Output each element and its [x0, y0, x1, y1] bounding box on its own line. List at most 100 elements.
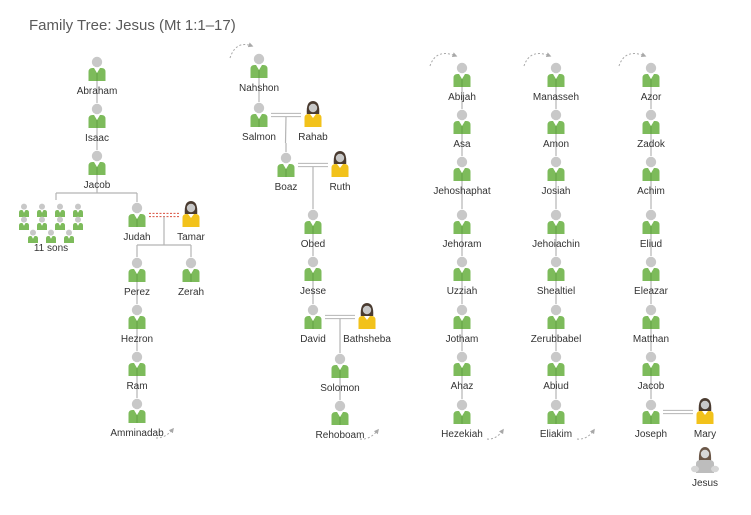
- label-asa: Asa: [453, 139, 471, 150]
- label-bathsheba: Bathsheba: [343, 334, 391, 345]
- judah-male-icon: [128, 202, 146, 227]
- label-zerah: Zerah: [178, 287, 204, 298]
- label-amminadab: Amminadab: [110, 428, 164, 439]
- continue-arrow-1: [155, 427, 174, 439]
- label-zadok: Zadok: [637, 139, 666, 150]
- shealtiel-male-icon: [547, 256, 565, 281]
- label-jehoshaphat: Jehoshaphat: [433, 186, 490, 197]
- label-jacob2: Jacob: [638, 381, 665, 392]
- label-perez: Perez: [124, 287, 150, 298]
- label-solomon: Solomon: [320, 383, 359, 394]
- start-arrow-3: [429, 52, 458, 67]
- nahshon-male-icon: [250, 53, 268, 78]
- label-mary: Mary: [694, 429, 716, 440]
- zerubbabel-male-icon: [547, 304, 565, 329]
- label-isaac: Isaac: [85, 133, 109, 144]
- matthan-male-icon: [642, 304, 660, 329]
- label-jesse: Jesse: [300, 286, 327, 297]
- label-abraham: Abraham: [77, 86, 118, 97]
- label-eleazar: Eleazar: [634, 286, 669, 297]
- jacob1-male-icon: [88, 150, 106, 175]
- label-amon: Amon: [543, 139, 569, 150]
- label-jehoiachin: Jehoiachin: [532, 239, 580, 250]
- continue-arrow-4: [576, 428, 595, 440]
- zadok-male-icon: [642, 109, 660, 134]
- label-achim: Achim: [637, 186, 665, 197]
- label-hezron: Hezron: [121, 334, 153, 345]
- label-sons: 11 sons: [34, 243, 68, 254]
- label-ruth: Ruth: [329, 182, 350, 193]
- amon-male-icon: [547, 109, 565, 134]
- label-rahab: Rahab: [298, 132, 328, 143]
- continue-arrow-3: [486, 428, 504, 440]
- jotham-male-icon: [453, 304, 471, 329]
- label-david: David: [300, 334, 326, 345]
- label-uzziah: Uzziah: [447, 286, 478, 297]
- obed-male-icon: [304, 209, 322, 234]
- eliud-male-icon: [642, 209, 660, 234]
- label-azor: Azor: [641, 92, 662, 103]
- azor-male-icon: [642, 62, 660, 87]
- start-arrow-5: [618, 52, 647, 67]
- label-judah: Judah: [123, 232, 150, 243]
- label-boaz: Boaz: [275, 182, 298, 193]
- abiud-male-icon: [547, 351, 565, 376]
- hezekiah-male-icon: [453, 399, 471, 424]
- solomon-male-icon: [331, 353, 349, 378]
- jehoiachin-male-icon: [547, 209, 565, 234]
- label-eliakim: Eliakim: [540, 429, 572, 440]
- manasseh-male-icon: [547, 62, 565, 87]
- continuation-arrows: [155, 42, 647, 440]
- eleazar-male-icon: [642, 256, 660, 281]
- label-jehoram: Jehoram: [443, 239, 482, 250]
- label-tamar: Tamar: [177, 232, 205, 243]
- rehoboam-male-icon: [331, 400, 349, 425]
- hezron-male-icon: [128, 304, 146, 329]
- jehoshaphat-male-icon: [453, 156, 471, 181]
- label-salmon: Salmon: [242, 132, 276, 143]
- jacob2-male-icon: [642, 351, 660, 376]
- eliakim-male-icon: [547, 399, 565, 424]
- rahab-female-icon: [304, 101, 322, 127]
- achim-male-icon: [642, 156, 660, 181]
- label-zerubbabel: Zerubbabel: [531, 334, 582, 345]
- label-nahshon: Nahshon: [239, 83, 279, 94]
- joseph-male-icon: [642, 399, 660, 424]
- jesse-male-icon: [304, 256, 322, 281]
- label-rehoboam: Rehoboam: [316, 430, 365, 441]
- continue-arrow-2: [359, 428, 379, 440]
- salmon-male-icon: [250, 102, 268, 127]
- abraham-male-icon: [88, 56, 106, 81]
- eleven-sons-icon: [19, 203, 83, 243]
- label-josiah: Josiah: [542, 186, 571, 197]
- uzziah-male-icon: [453, 256, 471, 281]
- tamar-female-icon: [182, 201, 200, 227]
- josiah-male-icon: [547, 156, 565, 181]
- label-eliud: Eliud: [640, 239, 662, 250]
- ruth-female-icon: [331, 151, 349, 177]
- label-ram: Ram: [126, 381, 147, 392]
- mary-female-icon: [696, 398, 714, 424]
- label-jacob1: Jacob: [84, 180, 111, 191]
- david-male-icon: [304, 304, 322, 329]
- jehoram-male-icon: [453, 209, 471, 234]
- label-abijah: Abijah: [448, 92, 476, 103]
- asa-male-icon: [453, 109, 471, 134]
- start-arrow-4: [523, 52, 552, 67]
- page-title: Family Tree: Jesus (Mt 1:1–17): [29, 17, 236, 34]
- label-shealtiel: Shealtiel: [537, 286, 575, 297]
- amminadab-male-icon: [128, 398, 146, 423]
- person-figures: [19, 53, 719, 473]
- bathsheba-female-icon: [358, 303, 376, 329]
- ram-male-icon: [128, 351, 146, 376]
- label-obed: Obed: [301, 239, 325, 250]
- label-manasseh: Manasseh: [533, 92, 579, 103]
- boaz-male-icon: [277, 152, 295, 177]
- perez-male-icon: [128, 257, 146, 282]
- label-ahaz: Ahaz: [451, 381, 474, 392]
- label-abiud: Abiud: [543, 381, 569, 392]
- abijah-male-icon: [453, 62, 471, 87]
- isaac-male-icon: [88, 103, 106, 128]
